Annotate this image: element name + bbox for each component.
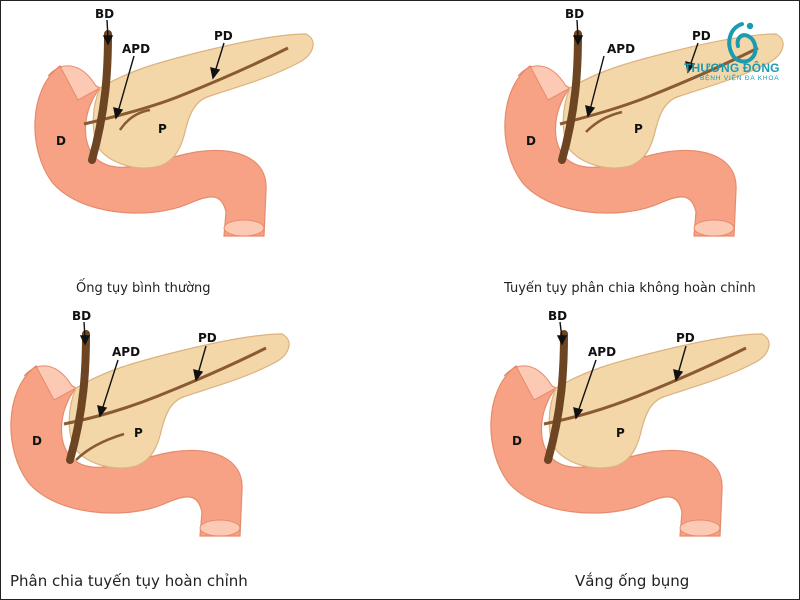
label-bd: BD [95, 7, 114, 21]
ducts [83, 46, 289, 131]
pancreas [548, 333, 770, 469]
label-p: P [158, 122, 167, 136]
label-p: P [134, 426, 143, 440]
logo-name: THƯƠNG ĐÔNG [684, 61, 780, 75]
duodenum [34, 65, 267, 237]
pointer-arrows [556, 321, 687, 420]
duodenum [490, 365, 723, 537]
ducts [543, 346, 747, 426]
label-apd: APD [588, 345, 616, 359]
label-pd: PD [676, 331, 695, 345]
logo-subtitle: BỆNH VIỆN ĐA KHOA [700, 75, 780, 82]
ducts [63, 346, 267, 461]
bile-duct [558, 30, 582, 164]
label-p: P [616, 426, 625, 440]
label-pd: PD [692, 29, 711, 43]
caption: Ống tụy bình thường [76, 281, 211, 296]
pointer-arrows [102, 19, 225, 120]
panel-complete-divisum: BD APD PD D P Phân chia tuyến tụy hoàn c… [0, 300, 400, 600]
logo-mark-icon [727, 22, 758, 64]
panel-absent-ventral-duct: BD APD PD D P Vắng ống bụng [400, 300, 800, 600]
label-apd: APD [122, 42, 150, 56]
panel-normal-duct: BD APD PD D P Ống tụy bình thường [0, 0, 400, 300]
caption: Tuyến tụy phân chia không hoàn chỉnh [504, 281, 756, 296]
label-p: P [634, 122, 643, 136]
label-d: D [512, 434, 522, 448]
pancreas [68, 333, 290, 469]
pointer-arrows [79, 321, 207, 418]
label-pd: PD [198, 331, 217, 345]
label-bd: BD [565, 7, 584, 21]
label-d: D [526, 134, 536, 148]
label-d: D [32, 434, 42, 448]
label-apd: APD [112, 345, 140, 359]
pancreas-diagram-absent-ventral: BD APD PD D P [490, 309, 770, 537]
label-d: D [56, 134, 66, 148]
label-apd: APD [607, 42, 635, 56]
hospital-logo [690, 20, 800, 82]
bile-duct [66, 330, 90, 464]
pointer-arrows [572, 19, 699, 118]
bile-duct [88, 30, 112, 164]
caption: Phân chia tuyến tụy hoàn chỉnh [10, 572, 248, 590]
label-pd: PD [214, 29, 233, 43]
label-bd: BD [72, 309, 91, 323]
pancreas [92, 33, 314, 169]
duodenum [504, 65, 737, 237]
label-bd: BD [548, 309, 567, 323]
panel-incomplete-divisum: BD APD PD D P Tuyến tụy phân chia không … [400, 0, 800, 300]
pancreas-diagram-complete: BD APD PD D P [10, 309, 290, 537]
bile-duct [544, 330, 568, 464]
pancreas-diagram-incomplete: BD APD PD D P [504, 7, 784, 237]
pancreas-diagram-normal: BD APD PD D P [34, 7, 314, 237]
caption: Vắng ống bụng [575, 572, 690, 590]
pancreas [562, 33, 784, 169]
